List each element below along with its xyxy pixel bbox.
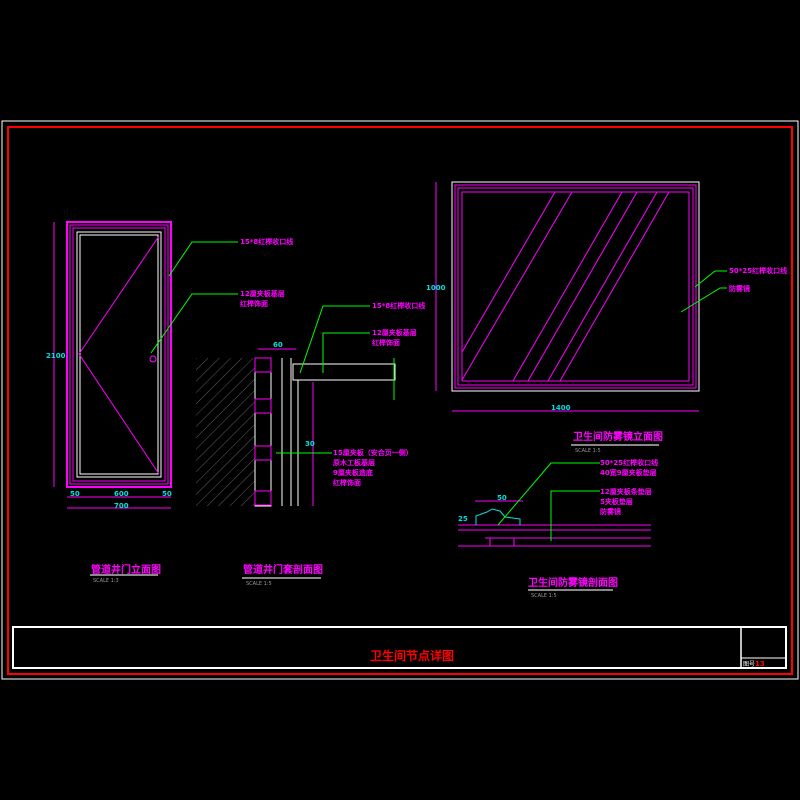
dim-height: 2100 — [46, 352, 66, 360]
label-hinge-board: 15厘夹板（安合页一侧） — [333, 448, 413, 457]
dim-mid: 30 — [305, 440, 315, 448]
label-trim: 15*8红榉收口线 — [372, 301, 425, 310]
inner-border — [7, 126, 793, 675]
label-base: 12厘夹板基层 — [372, 328, 417, 337]
mirror-elevation: 1000 1400 50*25红榉收口线 防雾镜 卫生间防雾镜立面图 SCALE… — [426, 181, 787, 454]
door-section: 60 30 15*8红榉收口线 12厘夹板基层 红榉饰面 15厘夹板（安合页一侧… — [196, 301, 425, 587]
label-base: 12厘夹板基层 — [240, 289, 285, 298]
label-finish: 红榉饰面 — [240, 299, 268, 308]
label-finish: 红榉饰面 — [372, 338, 400, 347]
mirror-section-scale: SCALE 1:5 — [531, 593, 557, 599]
mirror-section-title: 卫生间防雾镜剖面图 — [528, 576, 618, 589]
mirror-elevation-title: 卫生间防雾镜立面图 — [573, 430, 663, 443]
dim-center: 600 — [114, 490, 129, 498]
dim-right: 50 — [162, 490, 172, 498]
sheet-title: 卫生间节点详图 — [370, 648, 454, 663]
outer-frame — [1, 120, 799, 680]
dim-height: 25 — [458, 515, 468, 523]
label-strip: 12厘夹板条垫层 — [600, 487, 652, 496]
mirror-section: 50 25 50*25红榉收口线 40宽9厘夹板垫层 12厘夹板条垫层 5夹板垫… — [458, 458, 658, 599]
label-trim: 50*25红榉收口线 — [729, 266, 787, 275]
label-mirror: 防雾镜 — [600, 507, 621, 516]
door-elevation-title: 管道井门立面图 — [91, 563, 161, 576]
mirror-elevation-scale: SCALE 1:5 — [575, 448, 601, 454]
label-mirror: 防雾镜 — [729, 284, 750, 293]
title-block: 卫生间节点详图 图号 13 — [12, 626, 787, 669]
label-wood-base: 原木工板基层 — [333, 458, 375, 467]
label-pad: 40宽9厘夹板垫层 — [600, 468, 657, 477]
door-section-scale: SCALE 1:5 — [246, 581, 272, 587]
dim-width: 50 — [497, 494, 507, 502]
dim-total: 700 — [114, 502, 129, 510]
label-trim: 50*25红榉收口线 — [600, 458, 658, 467]
label-ply-base: 9厘夹板造底 — [333, 468, 373, 477]
dim-height: 1000 — [426, 284, 446, 292]
door-elevation: 2100 50 600 50 700 15*8红榉收口线 12厘夹板基层 红榉饰… — [46, 221, 293, 584]
sheet-number-label: 图号 — [743, 661, 755, 668]
label-trim: 15*8红榉收口线 — [240, 237, 293, 246]
label-finish-2: 红榉饰面 — [333, 478, 361, 487]
dim-width: 1400 — [551, 404, 571, 412]
dim-top: 60 — [273, 341, 283, 349]
label-ply: 5夹板垫层 — [600, 497, 633, 506]
dim-left: 50 — [70, 490, 80, 498]
door-elevation-scale: SCALE 1:3 — [93, 578, 119, 584]
sheet-number: 13 — [755, 660, 765, 668]
door-section-title: 管道井门套剖面图 — [243, 563, 323, 576]
